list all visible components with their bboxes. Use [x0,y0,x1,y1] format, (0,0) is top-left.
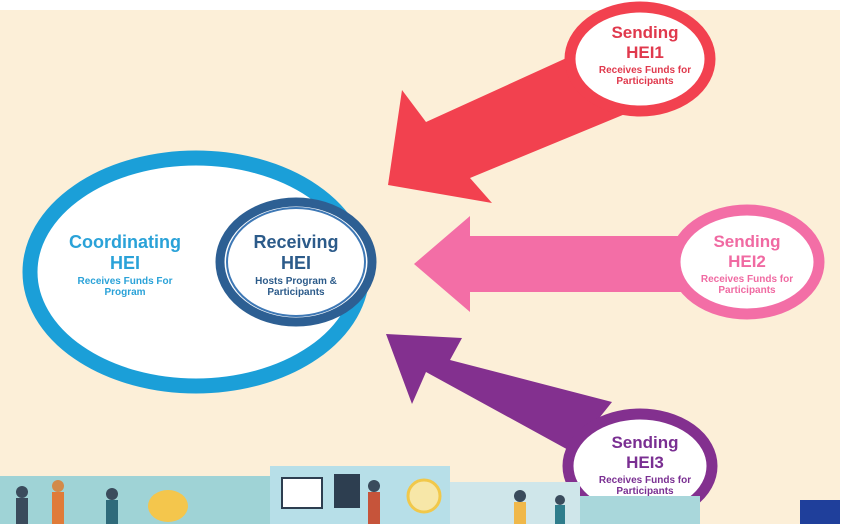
sending-hei3-label: Sending HEI3 Receives Funds for Particip… [580,434,710,498]
coordinating-subtitle: Receives Funds For Program [77,275,173,299]
coordinating-title-line2: HEI [109,252,140,273]
coordinating-title-line1: Coordinating [69,232,181,252]
sending-hei2-label: Sending HEI2 Receives Funds for Particip… [686,233,808,297]
sending-hei2-subtitle: Receives Funds for Participants [700,273,794,297]
receiving-hei-ring [215,197,377,327]
sending-hei3-title-line2: HEI3 [626,452,664,472]
sending-hei1-title-line2: HEI1 [626,42,664,62]
sending-hei2-ring [669,204,825,320]
receiving-subtitle: Hosts Program & Participants [255,275,337,299]
arrow-sending-hei2 [414,216,700,312]
sending-hei1-title-line1: Sending [611,23,679,42]
sending-hei2-title-line1: Sending [713,232,781,251]
right-margin [840,0,846,524]
top-margin [0,0,846,10]
receiving-title-line2: HEI [280,252,311,273]
sending-hei1-label: Sending HEI1 Receives Funds for Particip… [580,24,710,88]
sending-hei3-subtitle: Receives Funds for Participants [598,474,692,498]
coordinating-hei-label: Coordinating HEI Receives Funds For Prog… [60,233,190,299]
footer-illustration [0,466,840,524]
sending-hei1-ring [564,1,716,117]
sending-hei1-subtitle: Receives Funds for Participants [598,64,692,88]
receiving-title-line1: Receiving [253,232,339,252]
sending-hei2-title-line2: HEI2 [728,251,766,271]
sending-hei3-title-line1: Sending [611,433,679,452]
receiving-hei-label: Receiving HEI Hosts Program & Participan… [236,233,356,299]
arrow-sending-hei3 [386,334,612,452]
